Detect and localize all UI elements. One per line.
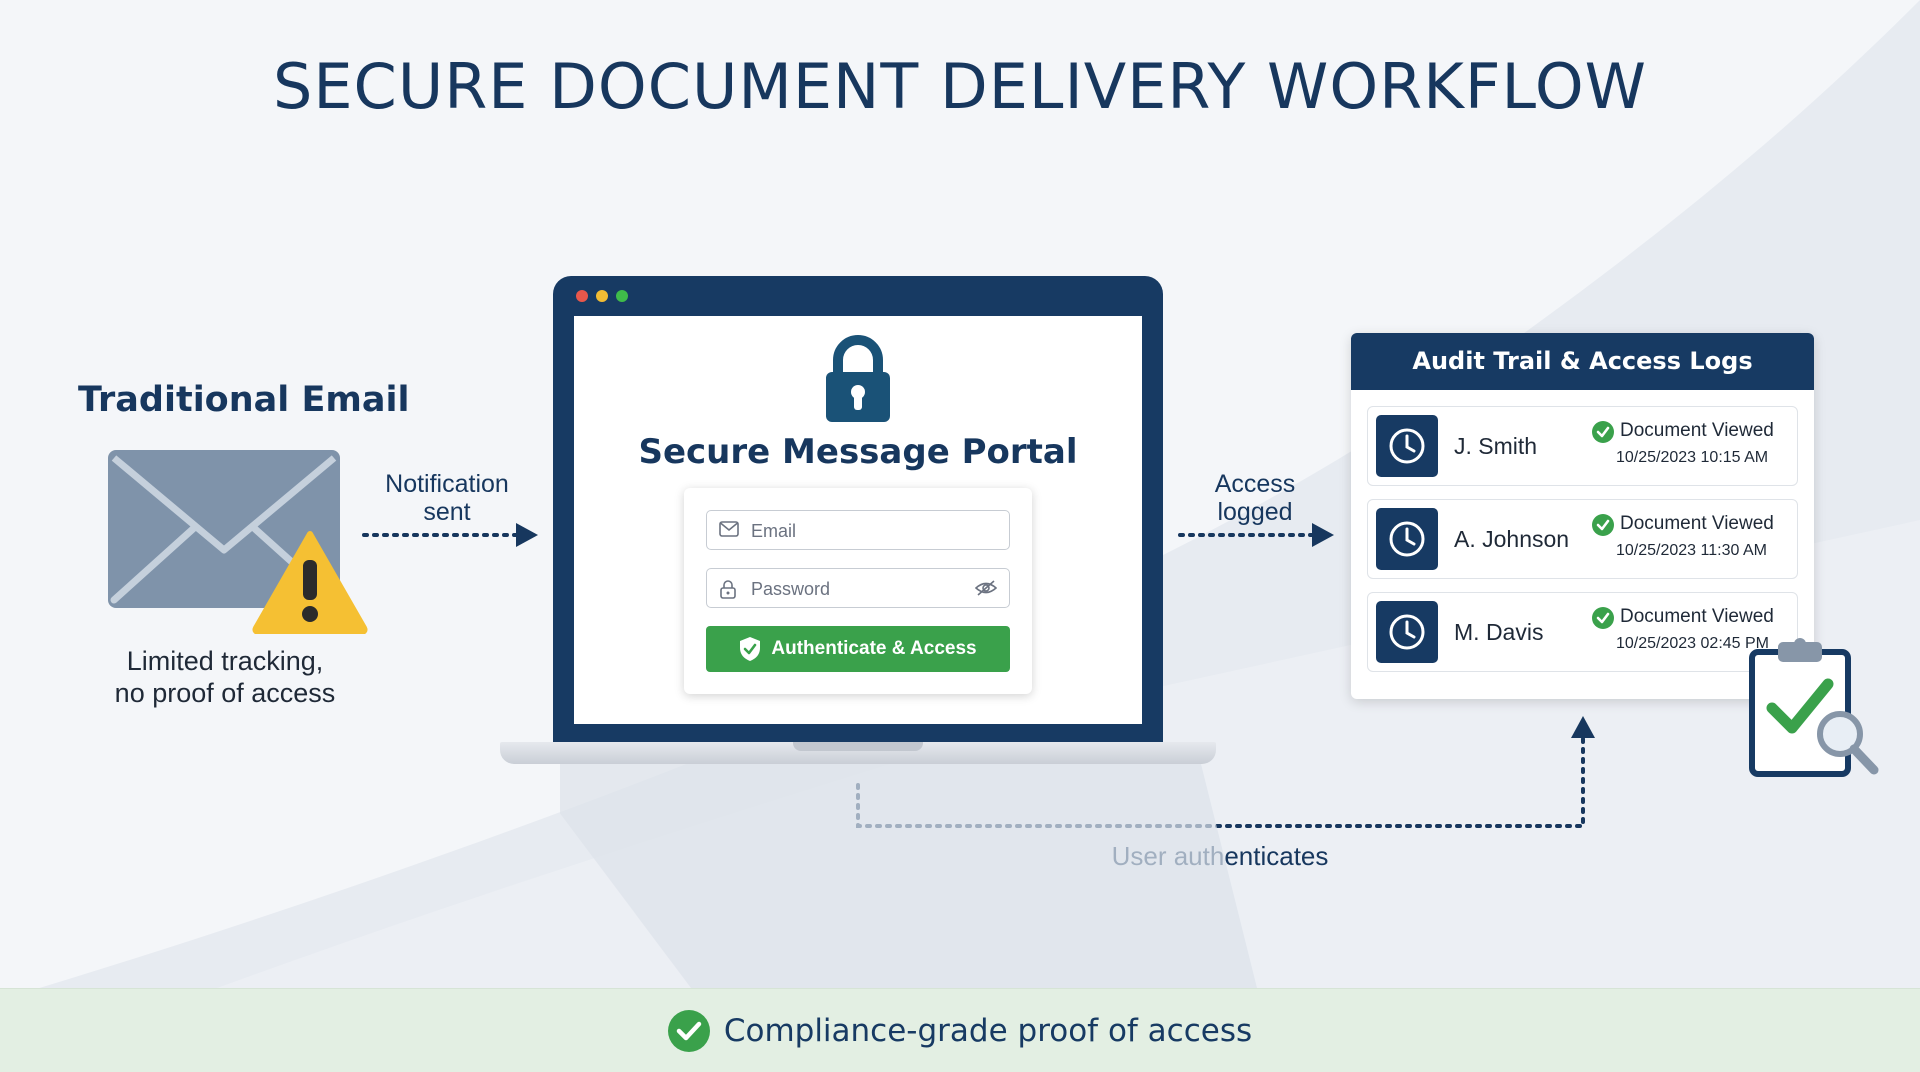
audit-status: Document Viewed (1620, 513, 1774, 534)
audit-status: Document Viewed (1620, 606, 1774, 627)
audit-user-name: J. Smith (1454, 433, 1538, 459)
caption-line-2: no proof of access (114, 678, 336, 708)
login-form: Authenticate & Access (684, 488, 1032, 694)
warning-icon (252, 531, 368, 634)
audit-timestamp: 10/25/2023 10:15 AM (1616, 449, 1769, 466)
close-dot[interactable] (576, 290, 588, 302)
clipboard-check-icon (1749, 638, 1879, 777)
notification-label-line-1: Notification (385, 470, 509, 498)
audit-row[interactable]: J. Smith Document Viewed 10/25/2023 10:1… (1367, 406, 1798, 486)
footer-bar: Compliance-grade proof of access (0, 988, 1920, 1072)
authenticate-button[interactable]: Authenticate & Access (706, 626, 1010, 672)
window-controls (576, 290, 628, 302)
shield-check-icon (740, 637, 761, 661)
check-circle-icon (1592, 607, 1614, 629)
authenticate-button-label: Authenticate & Access (771, 638, 977, 659)
traditional-email-caption: Limited tracking, no proof of access (60, 645, 390, 709)
laptop-shadow (560, 760, 1260, 1000)
mail-icon (719, 521, 739, 537)
maximize-dot[interactable] (616, 290, 628, 302)
access-label-line-2: logged (1217, 498, 1293, 526)
email-input[interactable] (749, 517, 973, 545)
audit-status: Document Viewed (1620, 420, 1774, 441)
traditional-email-heading: Traditional Email (78, 380, 410, 420)
audit-user-name: A. Johnson (1454, 526, 1570, 552)
audit-row[interactable]: A. Johnson Document Viewed 10/25/2023 11… (1367, 499, 1798, 579)
minimize-dot[interactable] (596, 290, 608, 302)
laptop-base (500, 742, 1216, 764)
clock-icon (1376, 415, 1438, 477)
check-circle-icon (1592, 514, 1614, 536)
eye-off-icon[interactable] (975, 579, 997, 597)
laptop-notch (793, 742, 923, 751)
footer-text: Compliance-grade proof of access (723, 1012, 1253, 1049)
lock-icon (720, 580, 736, 599)
check-circle-icon (1592, 421, 1614, 443)
notification-label-line-2: sent (423, 498, 471, 526)
caption-line-1: Limited tracking, (126, 646, 324, 676)
footer-content: Compliance-grade proof of access (0, 989, 1920, 1072)
clock-icon (1376, 508, 1438, 570)
password-field[interactable] (706, 568, 1010, 608)
access-logged-label: Access logged (1180, 470, 1330, 526)
password-input[interactable] (749, 575, 973, 603)
notification-sent-label: Notification sent (372, 470, 522, 526)
audit-panel: Audit Trail & Access Logs J. Smith Docum… (1351, 333, 1814, 699)
portal-title: Secure Message Portal (638, 432, 1078, 472)
padlock-icon (826, 335, 890, 422)
email-field[interactable] (706, 510, 1010, 550)
audit-row[interactable]: M. Davis Document Viewed 10/25/2023 02:4… (1367, 592, 1798, 672)
audit-timestamp: 10/25/2023 02:45 PM (1616, 635, 1770, 652)
page-title: SECURE DOCUMENT DELIVERY WORKFLOW (273, 50, 1647, 123)
audit-panel-heading: Audit Trail & Access Logs (1351, 333, 1814, 390)
access-label-line-1: Access (1214, 470, 1296, 498)
check-circle-icon (667, 1009, 710, 1052)
audit-user-name: M. Davis (1454, 619, 1544, 645)
clock-icon (1376, 601, 1438, 663)
audit-timestamp: 10/25/2023 11:30 AM (1616, 542, 1767, 559)
magnifier-icon (1817, 711, 1879, 775)
